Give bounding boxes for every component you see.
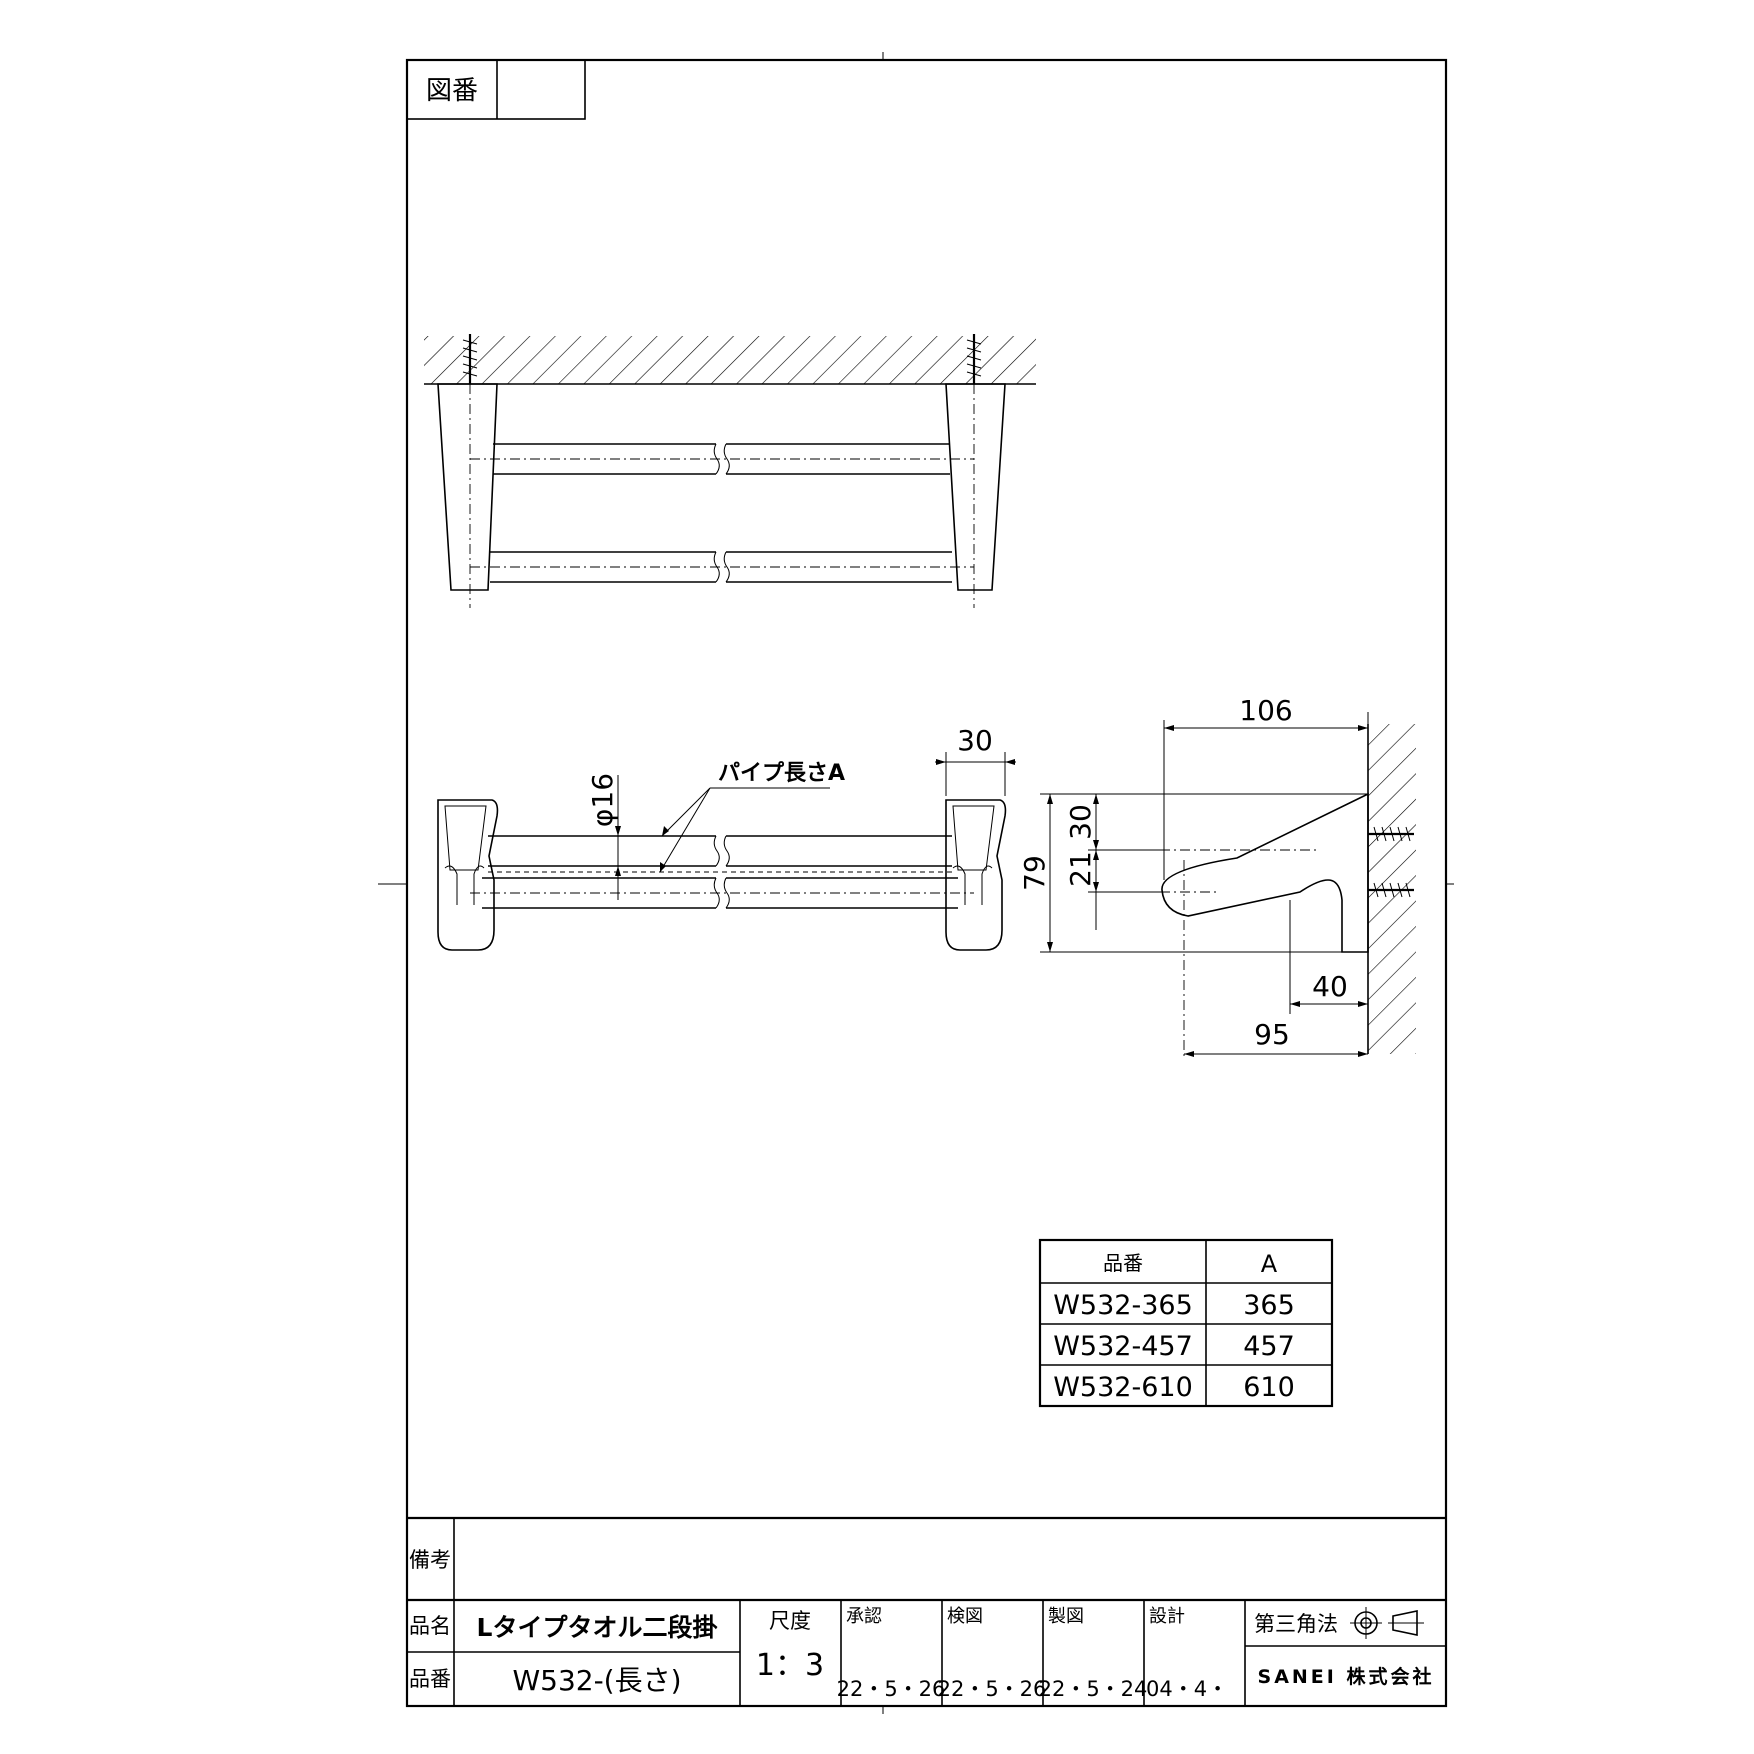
name-label: 品名 xyxy=(409,1614,451,1638)
screw-left xyxy=(462,334,478,384)
bracket-left-front xyxy=(437,799,499,951)
design-date: 04・4・ xyxy=(1146,1677,1228,1701)
check-date: 22・5・26 xyxy=(938,1677,1047,1701)
table-cell-part: W532-365 xyxy=(1053,1290,1193,1321)
table-header-part-number: 品番 xyxy=(1103,1251,1143,1275)
company-name: SANEI 株式会社 xyxy=(1258,1665,1435,1688)
dim-30-side: 30 xyxy=(1064,804,1097,840)
dim-79: 79 xyxy=(1018,855,1051,891)
sheet-border xyxy=(405,58,1448,1708)
bracket-right-top xyxy=(945,383,1006,591)
dim-95: 95 xyxy=(1254,1018,1290,1051)
dim-phi16: φ16 xyxy=(586,773,619,827)
dim-106: 106 xyxy=(1239,694,1292,727)
variant-table: 品番 A W532-365 365 W532-457 457 W532-610 … xyxy=(1038,1238,1334,1408)
table-cell-part: W532-610 xyxy=(1053,1372,1193,1403)
side-view: 106 79 30 21 40 95 xyxy=(1018,694,1416,1060)
scale-value: 1：3 xyxy=(756,1648,824,1683)
lower-bar-top xyxy=(470,551,974,583)
product-name: Lタイプタオル二段掛 xyxy=(477,1613,718,1642)
check-label: 検図 xyxy=(947,1606,983,1627)
front-view: 30 φ16 パイプ長さA xyxy=(437,724,1016,951)
third-angle-projection-icon xyxy=(1350,1607,1424,1639)
projection-label: 第三角法 xyxy=(1254,1612,1338,1636)
drafting-label: 製図 xyxy=(1048,1606,1084,1627)
screw-side-lower xyxy=(1368,882,1414,898)
bracket-side-profile xyxy=(1161,792,1369,953)
approval-date: 22・5・26 xyxy=(837,1677,946,1701)
top-view xyxy=(424,334,1036,608)
product-number: W532-(長さ) xyxy=(512,1664,681,1697)
design-label: 設計 xyxy=(1149,1606,1185,1627)
table-cell-part: W532-457 xyxy=(1053,1331,1193,1362)
bracket-right-front xyxy=(945,799,1007,951)
dim-40: 40 xyxy=(1312,970,1348,1003)
scale-label: 尺度 xyxy=(769,1609,811,1633)
table-cell-a: 457 xyxy=(1243,1331,1295,1362)
dim-30-bracket: 30 xyxy=(957,724,993,757)
upper-bar-top xyxy=(470,443,974,475)
pipe-length-label: パイプ長さA xyxy=(718,761,845,786)
drawing-number-box: 図番 xyxy=(406,59,586,120)
drawing-number-label: 図番 xyxy=(426,76,478,106)
title-block: 備考 品名 Lタイプタオル二段掛 品番 W532-(長さ) 尺度 1：3 承認 … xyxy=(407,1516,1446,1706)
table-cell-a: 610 xyxy=(1243,1372,1295,1403)
table-cell-a: 365 xyxy=(1243,1290,1295,1321)
wall-hatch-top xyxy=(424,336,1036,384)
dim-21: 21 xyxy=(1064,851,1097,887)
drafting-date: 22・5・24 xyxy=(1039,1677,1148,1701)
bracket-left-top xyxy=(437,383,498,591)
screw-side-upper xyxy=(1368,826,1414,842)
table-header-a: A xyxy=(1261,1250,1278,1278)
remarks-label: 備考 xyxy=(409,1548,451,1572)
approval-label: 承認 xyxy=(846,1606,882,1627)
number-label: 品番 xyxy=(409,1667,451,1691)
screw-right xyxy=(966,334,982,384)
